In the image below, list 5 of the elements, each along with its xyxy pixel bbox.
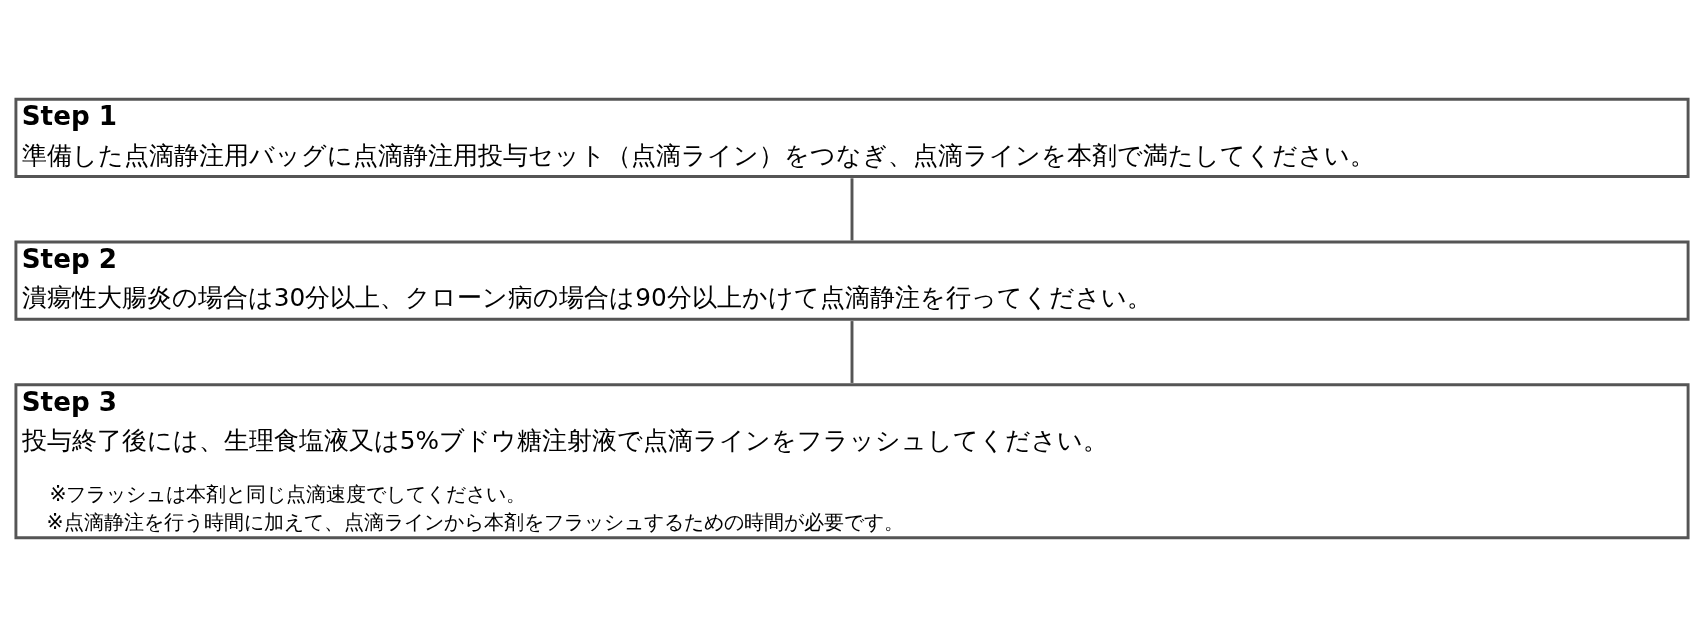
- node-box: Step 1 準備した点滴静注用バッグに点滴静注用投与セット（点滴ライン）をつなぎ、点滴ラインを本剤で満たしてください。: [14, 97, 1690, 178]
- node-box: Step 2 潰瘍性大腸炎の場合は30分以上、クローン病の場合は90分以上かけて点滴静注を行ってください。: [14, 240, 1690, 321]
- node-box: Step 3 投与終了後には、生理食塩液又は5%ブドウ糖注射液で点滴ラインをフラッシュしてください。 ※フラッシュは本剤と同じ点滴速度でしてください。 ※点滴静注を行う時間に加えて、点滴ラインから本剤をフラッシュするための時間が必要です。: [14, 383, 1690, 540]
- connector: [850, 178, 854, 241]
- connector: [850, 321, 854, 383]
